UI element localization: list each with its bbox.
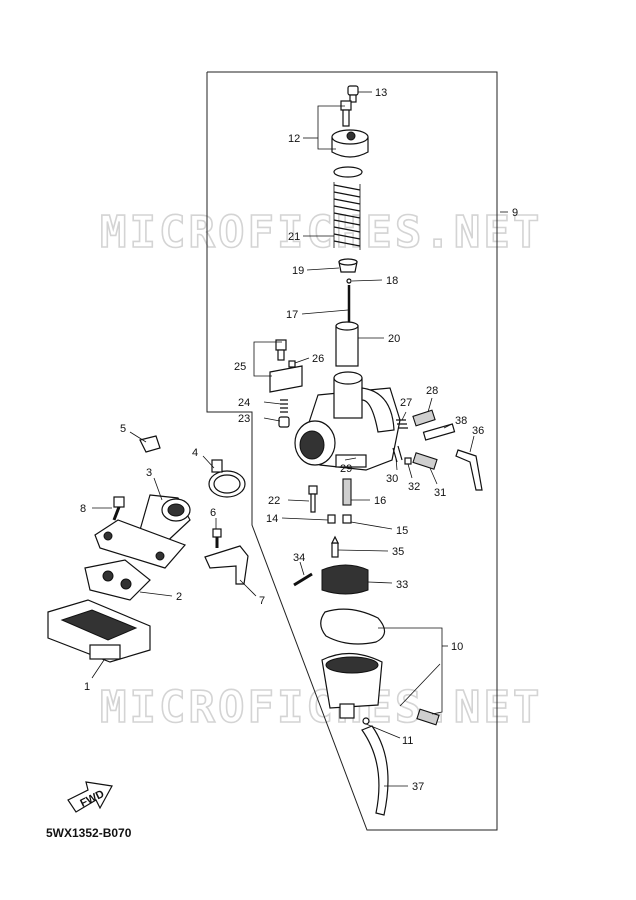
- callout-29: 29: [340, 463, 352, 475]
- part-24-spring: [280, 399, 288, 413]
- leader-lines: [91, 91, 508, 787]
- callout-36: 36: [472, 425, 484, 437]
- part-34-pin: [293, 572, 313, 587]
- callout-6: 6: [210, 507, 216, 519]
- callout-1: 1: [84, 681, 90, 693]
- callout-13: 13: [375, 87, 387, 99]
- callout-7: 7: [259, 595, 265, 607]
- callout-9: 9: [512, 207, 518, 219]
- callout-31: 31: [434, 487, 446, 499]
- part-36-hose: [455, 449, 483, 491]
- callout-30: 30: [386, 473, 398, 485]
- callout-numbers: 1 2 3 4 5 6 7 8 9 10 11 12 13 14 15 16 1…: [80, 87, 518, 793]
- part-28-screw: [412, 409, 436, 427]
- part-11-o-ring: [362, 717, 370, 725]
- callout-2: 2: [176, 591, 182, 603]
- part-2-gasket: [84, 559, 151, 601]
- callout-3: 3: [146, 467, 152, 479]
- callout-14: 14: [266, 513, 278, 525]
- callout-23: 23: [238, 413, 250, 425]
- part-27-spring: [396, 419, 408, 429]
- callout-35: 35: [392, 546, 404, 558]
- part-5-clamp: [139, 435, 161, 453]
- callout-38: 38: [455, 415, 467, 427]
- part-32-washer: [404, 457, 412, 465]
- part-10-drain-screw: [416, 708, 440, 726]
- part-1-reed-valve: [47, 599, 151, 663]
- callout-34: 34: [293, 552, 305, 564]
- diagram-code: 5WX1352-B070: [46, 826, 132, 840]
- callout-16: 16: [374, 495, 386, 507]
- callout-19: 19: [292, 265, 304, 277]
- part-7-bracket: [204, 545, 249, 585]
- part-3-manifold-flange: [94, 519, 187, 569]
- callout-37: 37: [412, 781, 424, 793]
- callout-8: 8: [80, 503, 86, 515]
- part-10-gasket: [320, 608, 386, 645]
- watermark-bottom: MICROFICHES.NET: [100, 682, 542, 733]
- part-18-clip: [346, 278, 352, 284]
- callout-32: 32: [408, 481, 420, 493]
- callout-33: 33: [396, 579, 408, 591]
- fwd-label: FWD: [78, 788, 106, 810]
- part-25-starter-plunger: [269, 339, 303, 393]
- callout-4: 4: [192, 447, 198, 459]
- part-21-spring: [333, 182, 361, 250]
- callout-5: 5: [120, 423, 126, 435]
- part-6-bolt: [212, 528, 222, 548]
- part-14-pilot-jet: [327, 514, 336, 524]
- callout-27: 27: [400, 397, 412, 409]
- part-35-needle-valve: [331, 535, 339, 558]
- callout-25: 25: [234, 361, 246, 373]
- part-12-top-cap: [331, 100, 369, 178]
- assembly-frame: [206, 71, 498, 831]
- fwd-arrow-icon: FWD: [67, 781, 113, 813]
- watermark-top: MICROFICHES.NET: [100, 207, 542, 258]
- part-31-screw: [412, 452, 438, 470]
- part-10-float-chamber: [321, 652, 383, 719]
- callout-26: 26: [312, 353, 324, 365]
- callout-22: 22: [268, 495, 280, 507]
- part-26-screw: [288, 360, 296, 368]
- part-37-drain-hose: [361, 725, 389, 816]
- part-16-emulsion-tube: [342, 478, 352, 506]
- part-33-float: [321, 564, 369, 595]
- part-4-hose-clamp: [208, 459, 246, 498]
- part-20-throttle-valve: [335, 321, 359, 367]
- callout-20: 20: [388, 333, 400, 345]
- callout-11: 11: [402, 735, 413, 747]
- carburetor-body: [294, 371, 401, 471]
- callout-18: 18: [386, 275, 398, 287]
- callout-21: 21: [288, 231, 300, 243]
- callout-12: 12: [288, 133, 300, 145]
- part-22-needle-jet: [308, 485, 318, 513]
- callout-15: 15: [396, 525, 408, 537]
- callout-10: 10: [451, 641, 463, 653]
- part-10-drain-line: [399, 663, 441, 707]
- part-13-screw: [347, 85, 359, 103]
- part-8-bolt: [112, 496, 125, 521]
- part-19-clip: [338, 258, 358, 273]
- part-15-main-jet: [342, 514, 352, 524]
- callout-28: 28: [426, 385, 438, 397]
- part-23-plunger: [278, 416, 290, 428]
- callout-17: 17: [286, 309, 298, 321]
- callout-24: 24: [238, 397, 250, 409]
- part-38-cable-adjuster: [422, 423, 456, 441]
